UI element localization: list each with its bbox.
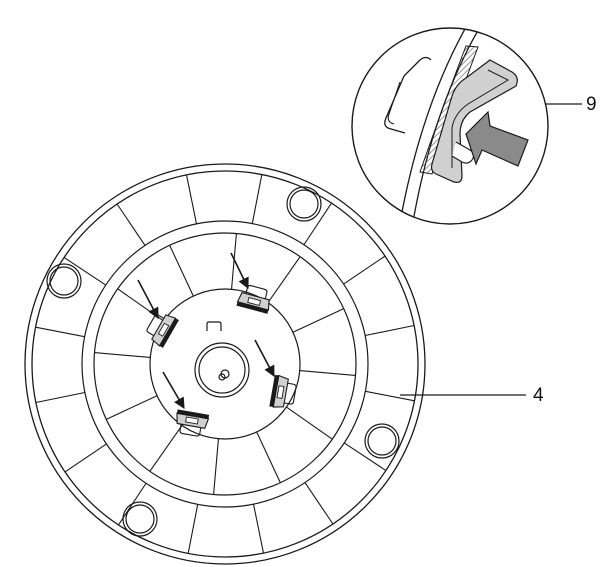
hub [194, 321, 250, 398]
retaining-clip [176, 409, 210, 437]
inner-rib [149, 425, 183, 472]
flange-hole [125, 504, 155, 534]
spool-outer-flange [24, 163, 426, 565]
clip-detail-inset [351, 27, 549, 225]
inner-rib [169, 245, 194, 297]
flange-hole [122, 501, 158, 537]
flange-holes [46, 186, 400, 537]
outer-rib [304, 482, 334, 525]
clip-pointer-arrows [137, 252, 275, 409]
flange-ribs [35, 174, 415, 554]
callout-label-4: 4 [533, 385, 544, 406]
flange-hole [364, 423, 400, 459]
outer-rib [251, 174, 263, 224]
flange-hole [367, 426, 397, 456]
inner-rib [286, 406, 333, 440]
flange-hole [49, 266, 79, 296]
inner-rib [299, 369, 356, 376]
outer-rib [187, 504, 199, 554]
outer-rib [35, 326, 85, 338]
inner-rib [106, 395, 158, 420]
retaining-clips [146, 284, 297, 437]
outer-rib [64, 443, 107, 473]
outer-rib [343, 255, 386, 285]
outer-rib [365, 390, 415, 402]
retaining-clip [146, 314, 179, 348]
inner-rib [292, 308, 344, 333]
outer-rib [252, 504, 265, 554]
outer-rib [185, 174, 198, 224]
inner-rib [267, 256, 301, 303]
outer-rib [343, 442, 387, 471]
inner-rib [256, 431, 281, 483]
press-arrow [465, 110, 529, 167]
outer-rib [116, 203, 146, 246]
callout-label-9: 9 [586, 94, 597, 115]
outer-rib [63, 257, 107, 286]
retaining-clip [236, 284, 270, 314]
flange-hole [286, 186, 322, 222]
retaining-clip [269, 374, 297, 408]
outer-rib [35, 391, 85, 404]
inner-rib [213, 438, 220, 495]
inner-rib [94, 352, 151, 359]
inner-rib [230, 233, 237, 290]
outer-rib [365, 324, 415, 337]
spool-inner-rings [81, 220, 369, 508]
flange-hole [46, 263, 82, 299]
outer-rib [303, 202, 332, 246]
flange-hole [289, 189, 319, 219]
